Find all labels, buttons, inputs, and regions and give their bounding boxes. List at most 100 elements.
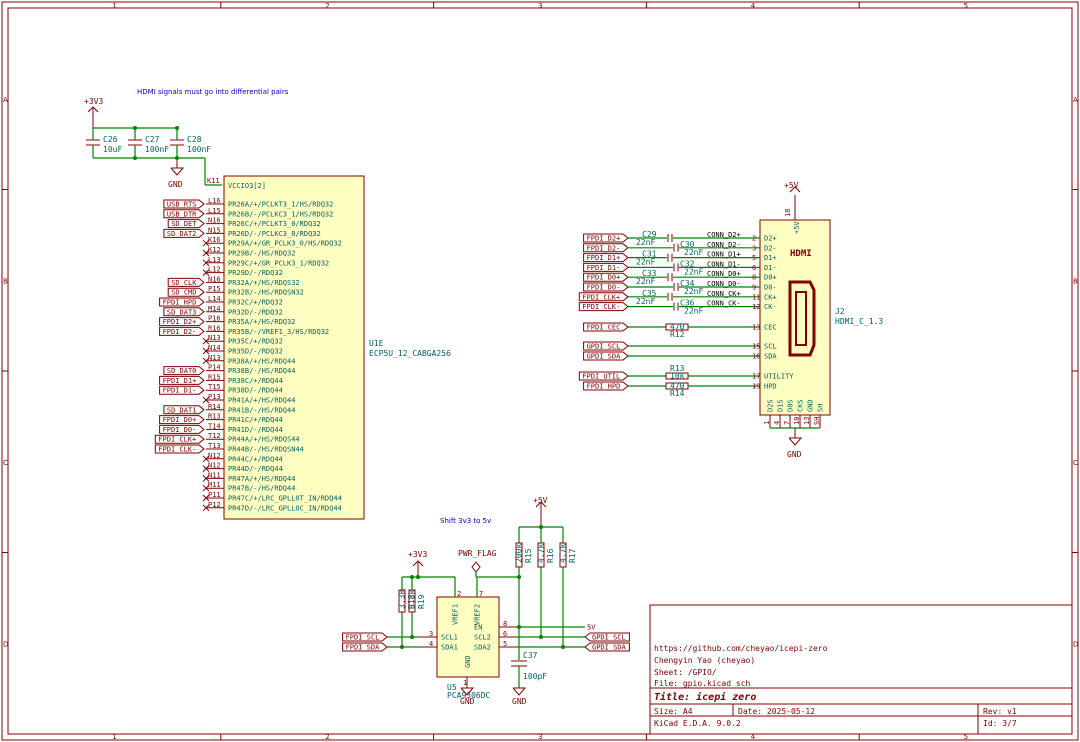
svg-text:PR29C/+/GR_PCLK3_1/RDQ32: PR29C/+/GR_PCLK3_1/RDQ32 [228,259,329,267]
svg-text:2: 2 [752,235,756,243]
row-marker: B [1073,277,1078,285]
u5-label-gpdi-sda[interactable]: GPDI_SDA [584,642,630,652]
u1e-ref: U1E [369,339,384,348]
col-marker: 5 [964,733,968,741]
svg-text:CK-: CK- [764,303,777,311]
u1e-label-fpdi-clk-[interactable]: FPDI_CLK- [154,444,205,454]
hdmi-connector[interactable]: +5V 18 +5V HDMI J2 HDMI_C_1.3 FPDI_D2+C2… [578,181,883,459]
hdmi-label[interactable]: FPDI_CLK+ [578,292,629,302]
svg-text:10: 10 [793,417,801,425]
u1e-label-sd-dat0[interactable]: SD_DAT0 [163,366,205,376]
svg-text:470: 470 [670,323,685,332]
svg-text:15: 15 [752,343,760,351]
hdmi-label[interactable]: FPDI_D0- [583,282,629,292]
hdmi-misc-label[interactable]: GPDI_SDA [583,351,629,361]
svg-text:FPDI_D2+: FPDI_D2+ [163,318,197,326]
svg-text:PR44D/-/RDQ44: PR44D/-/RDQ44 [228,465,283,473]
hdmi-misc-label[interactable]: GPDI_SCL [583,341,629,351]
u1e-label-usb-rts[interactable]: USB_RTS [163,199,205,209]
u1e-label-fpdi-d2-[interactable]: FPDI_D2- [159,326,205,336]
svg-text:PR44C/+/RDQ44: PR44C/+/RDQ44 [228,455,283,463]
rail-3v3-label: +3V3 [84,97,103,106]
hdmi-misc-label[interactable]: FPDI_UTIL [578,371,629,381]
u1e-label-usb-dtr[interactable]: USB_DTR [163,209,205,219]
hdmi-top-pin-name: +5V [793,221,801,234]
u1e-label-fpdi-clk-[interactable]: FPDI_CLK+ [154,434,205,444]
svg-text:D0+: D0+ [764,274,777,282]
svg-text:C33: C33 [642,269,657,278]
u1e-value: ECP5U_12_CABGA256 [369,349,451,358]
svg-text:L13: L13 [208,256,221,264]
hdmi-misc-label[interactable]: FPDI_CEC [583,322,629,332]
svg-text:100nF: 100nF [145,145,169,154]
hdmi-label[interactable]: FPDI_D2+ [583,233,629,243]
hdmi-label[interactable]: FPDI_D0+ [583,272,629,282]
u5-label-gpdi-scl[interactable]: GPDI_SCL [584,632,630,642]
u1e-label-sd-det[interactable]: SD_DET [167,219,205,229]
svg-text:PR29B/-/HS/RDQ32: PR29B/-/HS/RDQ32 [228,250,295,258]
decoupling-gnd: GND [168,180,183,189]
u1e-label-sd-cmd[interactable]: SD_CMD [167,287,205,297]
svg-text:CONN_D0-: CONN_D0- [707,280,741,288]
svg-text:N13: N13 [208,354,221,362]
svg-text:SD_CMD: SD_CMD [171,289,196,297]
u1e-label-sd-clk[interactable]: SD_CLK [167,277,205,287]
u1e-label-fpdi-d1-[interactable]: FPDI_D1- [159,385,205,395]
u5-label-fpdi-sda[interactable]: FPDI_SDA [342,642,388,652]
u1e-label-fpdi-d1-[interactable]: FPDI_D1+ [159,375,205,385]
shifter-rail-3v3: +3V3 [408,550,427,559]
u1e-label-fpdi-hpd[interactable]: FPDI_HPD [159,297,205,307]
svg-text:CEC: CEC [764,324,777,332]
u1e-label-sd-dat2[interactable]: SD_DAT2 [163,228,205,238]
c37-ref: C37 [523,651,538,660]
hdmi-label[interactable]: FPDI_CLK- [578,302,629,312]
hdmi-misc-label[interactable]: FPDI_HPD [583,381,629,391]
svg-text:R15: R15 [524,548,533,563]
svg-text:PR41D/-/RDQ44: PR41D/-/RDQ44 [228,426,283,434]
svg-text:22nF: 22nF [636,238,655,247]
u5-label-fpdi-scl[interactable]: FPDI_SCL [342,632,388,642]
tb-author: Chengyin Yao (cheyao) [654,656,755,665]
svg-text:PR35A/+/HS/RDQ32: PR35A/+/HS/RDQ32 [228,318,295,326]
u1e-label-sd-dat3[interactable]: SD_DAT3 [163,307,205,317]
row-marker: D [1073,640,1078,648]
svg-text:T12: T12 [208,432,221,440]
row-marker: C [1073,459,1078,467]
u1e-label-fpdi-d0-[interactable]: FPDI_D0- [159,424,205,434]
svg-text:P11: P11 [208,491,221,499]
u1e-label-sd-dat1[interactable]: SD_DAT1 [163,405,205,415]
svg-text:PR47C/+/LRC_GPLL0T_IN/RDQ44: PR47C/+/LRC_GPLL0T_IN/RDQ44 [228,495,342,503]
svg-text:470: 470 [670,382,685,391]
svg-text:FPDI_SDA: FPDI_SDA [346,644,381,652]
hdmi-label[interactable]: FPDI_D1- [583,262,629,272]
hdmi-label[interactable]: FPDI_D1+ [583,253,629,263]
u1e-label-fpdi-d0-[interactable]: FPDI_D0+ [159,415,205,425]
col-marker: 5 [964,2,968,10]
svg-text:FPDI_CEC: FPDI_CEC [587,324,621,332]
hdmi-label[interactable]: FPDI_D2- [583,243,629,253]
svg-text:N11: N11 [208,471,221,479]
u1e-label-fpdi-d2-[interactable]: FPDI_D2+ [159,317,205,327]
